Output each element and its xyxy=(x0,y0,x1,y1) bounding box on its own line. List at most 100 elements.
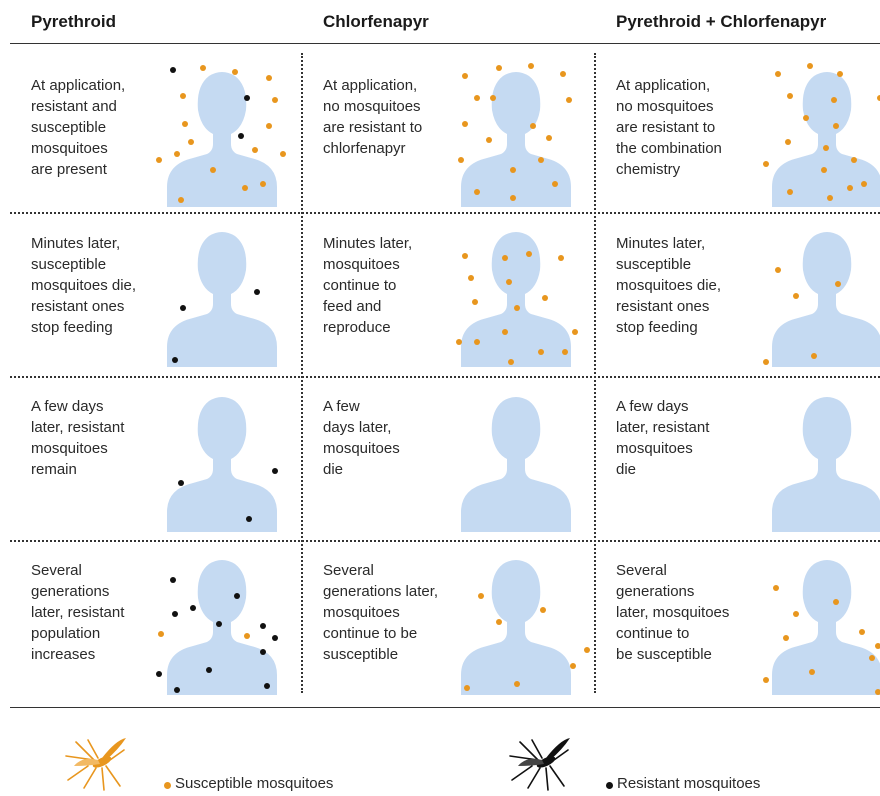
susceptible-mosquito-dot xyxy=(510,167,516,173)
susceptible-mosquito-dot xyxy=(851,157,857,163)
susceptible-mosquito-dot xyxy=(280,151,286,157)
row-divider xyxy=(10,212,880,214)
susceptible-mosquito-dot xyxy=(156,157,162,163)
susceptible-mosquito-dot xyxy=(787,189,793,195)
legend-susceptible-label: Susceptible mosquitoes xyxy=(175,775,334,792)
susceptible-mosquito-dot xyxy=(200,65,206,71)
person-silhouette-figure xyxy=(167,397,278,532)
person-silhouette-figure xyxy=(156,65,286,207)
resistant-mosquito-dot xyxy=(172,611,178,617)
susceptible-mosquito-dot xyxy=(540,607,546,613)
person-silhouette-figure xyxy=(456,232,578,367)
person-silhouette-figure xyxy=(772,397,880,532)
susceptible-mosquito-dot xyxy=(560,71,566,77)
person-silhouette xyxy=(167,397,277,532)
cell-text: Minutes later, mosquitoes continue to fe… xyxy=(323,235,413,336)
column-divider xyxy=(594,53,596,693)
susceptible-mosquito-dot xyxy=(803,115,809,121)
person-silhouette xyxy=(461,72,571,207)
cell-text: At application, resistant and susceptibl… xyxy=(31,77,126,178)
resistant-mosquito-dot xyxy=(260,623,266,629)
person-silhouette xyxy=(167,232,277,367)
susceptible-mosquito-dot xyxy=(464,685,470,691)
column-header-pyrethroid: Pyrethroid xyxy=(31,12,117,31)
resistant-mosquito-dot xyxy=(174,687,180,693)
resistant-mosquito-dot xyxy=(238,133,244,139)
susceptible-mosquito-dot xyxy=(472,299,478,305)
susceptible-mosquito-dot xyxy=(566,97,572,103)
person-silhouette-figure xyxy=(461,560,590,695)
susceptible-mosquito-dot xyxy=(188,139,194,145)
person-silhouette-figure xyxy=(458,63,572,207)
person-silhouette-figure xyxy=(763,232,880,367)
susceptible-mosquito-dot xyxy=(266,75,272,81)
column-header-combination: Pyrethroid + Chlorfenapyr xyxy=(616,12,827,31)
susceptible-mosquito-dot xyxy=(244,633,250,639)
cell-text: A few days later, resistant mosquitoes d… xyxy=(616,398,710,478)
susceptible-mosquito-dot xyxy=(787,93,793,99)
resistant-mosquito-dot xyxy=(246,516,252,522)
resistant-mosquito-dot xyxy=(244,95,250,101)
susceptible-mosquito-dot xyxy=(514,681,520,687)
resistant-mosquito-dot xyxy=(272,635,278,641)
cell-text: At application, no mosquitoes are resist… xyxy=(323,77,423,157)
cell-text: Several generations later, resistant pop… xyxy=(31,562,125,663)
resistant-mosquito-dot xyxy=(170,577,176,583)
person-silhouette xyxy=(461,560,571,695)
legend-resistant-label: Resistant mosquitoes xyxy=(617,775,761,792)
susceptible-mosquito-dot xyxy=(478,593,484,599)
susceptible-mosquito-dot xyxy=(496,619,502,625)
susceptible-mosquito-dot xyxy=(783,635,789,641)
susceptible-mosquito-dot xyxy=(570,663,576,669)
susceptible-mosquito-dot xyxy=(763,161,769,167)
resistant-mosquito-dot xyxy=(264,683,270,689)
susceptible-mosquito-dot xyxy=(260,181,266,187)
susceptible-mosquito-dot xyxy=(552,181,558,187)
susceptible-mosquito-dot xyxy=(474,339,480,345)
susceptible-mosquito-dot xyxy=(809,669,815,675)
resistant-mosquito-dot xyxy=(170,67,176,73)
person-silhouette-figure xyxy=(461,397,571,532)
susceptible-mosquito-dot xyxy=(538,349,544,355)
susceptible-mosquito-dot xyxy=(242,185,248,191)
person-silhouette xyxy=(167,560,277,695)
susceptible-mosquito-dot xyxy=(875,689,880,695)
susceptible-mosquito-dot xyxy=(807,63,813,69)
susceptible-mosquito-dot xyxy=(823,145,829,151)
susceptible-mosquito-dot xyxy=(462,253,468,259)
susceptible-mosquito-dot xyxy=(859,629,865,635)
resistant-mosquito-dot xyxy=(272,468,278,474)
cell-text: Several generations later, mosquitoes co… xyxy=(616,562,730,663)
susceptible-mosquito-dot xyxy=(785,139,791,145)
susceptible-mosquito-dot xyxy=(528,63,534,69)
susceptible-mosquito-dot xyxy=(272,97,278,103)
susceptible-mosquito-dot xyxy=(510,195,516,201)
row-divider xyxy=(10,540,880,542)
susceptible-mosquito-dot xyxy=(572,329,578,335)
susceptible-mosquito-dot xyxy=(490,95,496,101)
person-silhouette xyxy=(772,72,880,207)
susceptible-mosquito-dot xyxy=(875,643,880,649)
cell-text: Several generations later, mosquitoes co… xyxy=(323,562,439,663)
footer-rule xyxy=(10,707,880,708)
susceptible-mosquito-dot xyxy=(538,157,544,163)
susceptible-mosquito-dot xyxy=(542,295,548,301)
susceptible-mosquito-dot xyxy=(506,279,512,285)
resistant-mosquito-dot xyxy=(206,667,212,673)
black-mosquito-icon xyxy=(509,738,570,791)
row-divider xyxy=(10,376,880,378)
susceptible-mosquito-dot xyxy=(861,181,867,187)
susceptible-mosquito-dot xyxy=(827,195,833,201)
susceptible-mosquito-dot xyxy=(502,329,508,335)
header-rule xyxy=(10,43,880,44)
susceptible-mosquito-dot xyxy=(584,647,590,653)
cell-text: Minutes later, susceptible mosquitoes di… xyxy=(616,235,722,336)
susceptible-mosquito-dot xyxy=(847,185,853,191)
susceptible-mosquito-dot xyxy=(486,137,492,143)
susceptible-mosquito-dot xyxy=(180,93,186,99)
susceptible-mosquito-dot xyxy=(458,157,464,163)
susceptible-dot xyxy=(164,782,171,789)
susceptible-mosquito-dot xyxy=(775,71,781,77)
susceptible-mosquito-dot xyxy=(266,123,272,129)
column-header-chlorfenapyr: Chlorfenapyr xyxy=(323,12,429,31)
